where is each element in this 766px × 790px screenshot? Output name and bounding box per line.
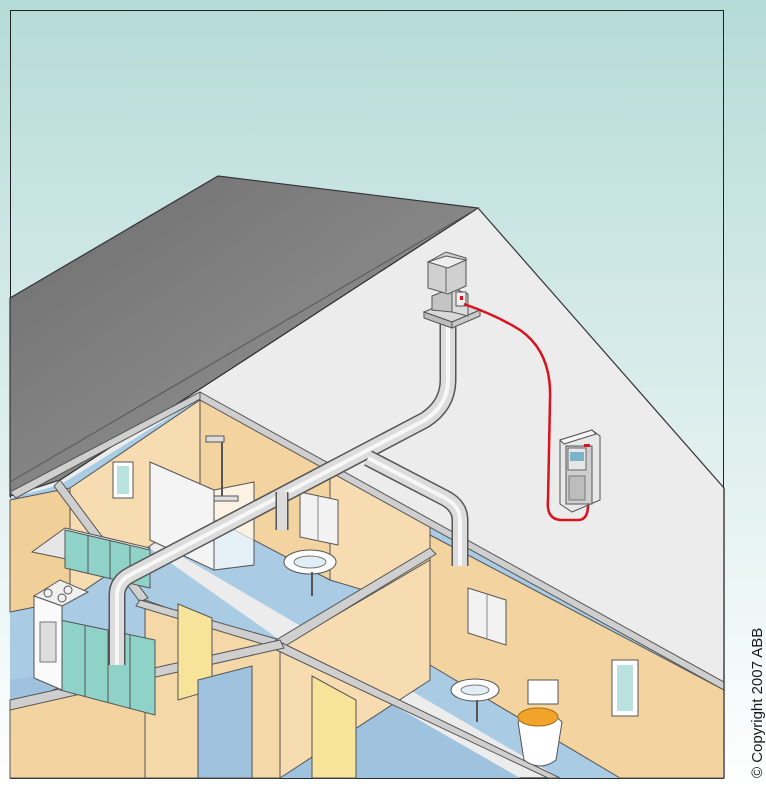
copyright-notice: © Copyright 2007 ABB <box>749 628 766 778</box>
door-icon <box>198 666 252 778</box>
ac-drive-icon <box>560 430 600 512</box>
mirror-cabinet-icon <box>300 492 338 545</box>
window-icon <box>612 660 638 716</box>
window-icon <box>113 462 133 498</box>
